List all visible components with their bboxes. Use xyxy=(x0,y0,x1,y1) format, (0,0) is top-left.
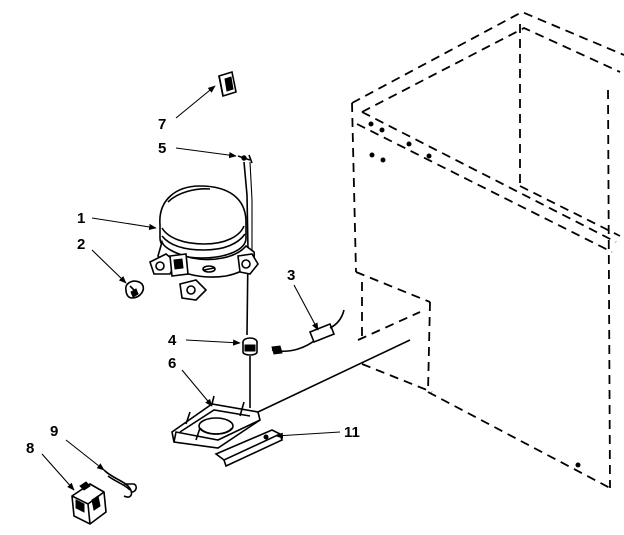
leader-1 xyxy=(91,217,157,230)
callout-2: 2 xyxy=(77,236,85,253)
callout-9: 9 xyxy=(50,423,58,440)
leader-9 xyxy=(65,439,105,471)
part-1-compressor xyxy=(149,185,259,301)
leader-3 xyxy=(293,284,319,331)
tube-line xyxy=(243,161,249,336)
part-3-wire xyxy=(271,309,345,355)
callout-3: 3 xyxy=(287,267,295,284)
part-7-clip xyxy=(218,70,237,98)
callout-7: 7 xyxy=(158,116,166,133)
leader-6 xyxy=(181,369,213,407)
leader-11 xyxy=(275,431,341,439)
part-4-tube-grommet xyxy=(242,337,258,356)
part-9-wire-clip xyxy=(103,469,137,498)
callout-5: 5 xyxy=(158,140,166,157)
tube-line-inner xyxy=(249,161,253,252)
mounting-line xyxy=(257,339,411,413)
part-5-screw xyxy=(237,154,253,164)
callout-1: 1 xyxy=(77,210,85,227)
leader-2 xyxy=(91,249,127,284)
part-2-grommet xyxy=(125,280,145,299)
callout-6: 6 xyxy=(168,355,176,372)
leader-8 xyxy=(41,453,75,491)
cabinet-outline xyxy=(351,11,624,489)
part-8-terminal-block xyxy=(71,481,107,525)
leader-5 xyxy=(175,147,237,159)
cabinet-screw-holes xyxy=(368,121,581,468)
leader-lines xyxy=(41,85,341,491)
callout-4: 4 xyxy=(168,332,177,349)
leader-4 xyxy=(185,339,241,346)
callout-11: 11 xyxy=(344,424,360,441)
callout-8: 8 xyxy=(26,440,34,457)
leader-7 xyxy=(175,85,216,119)
callout-labels: 7 5 1 2 3 4 6 11 9 8 xyxy=(26,116,360,457)
